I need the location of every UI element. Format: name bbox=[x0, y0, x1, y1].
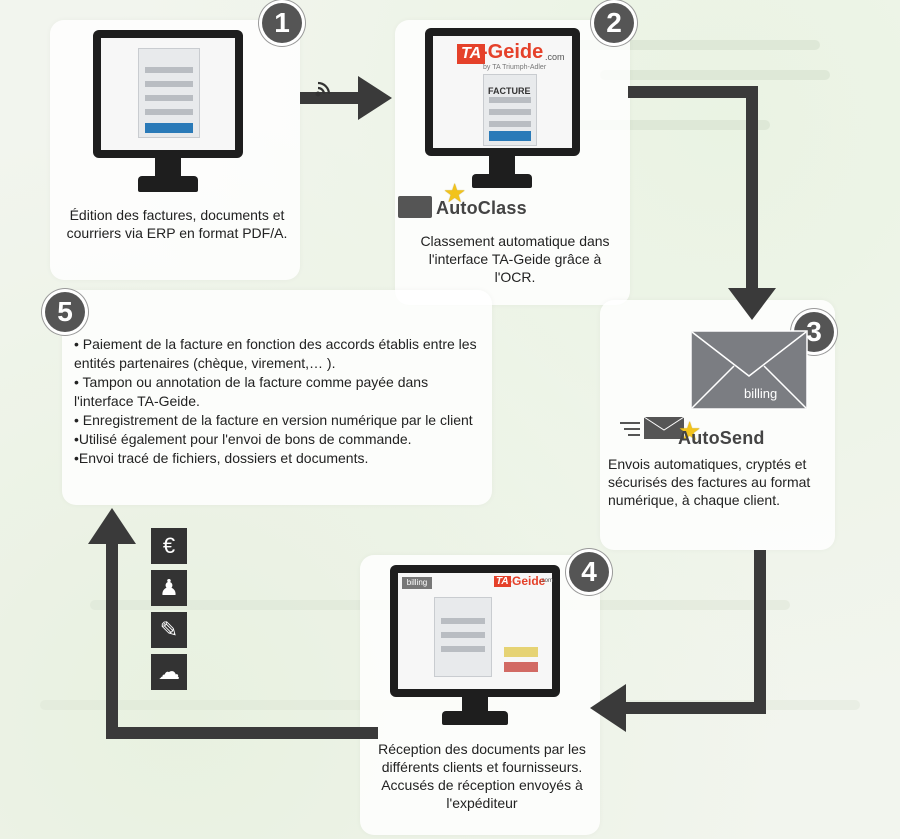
brand-com-small: .com bbox=[540, 578, 554, 584]
signal-icon bbox=[315, 81, 331, 97]
step-5-number: 5 bbox=[45, 292, 85, 332]
envelope-icon bbox=[690, 330, 808, 410]
bg-decoration bbox=[600, 70, 830, 80]
autosend-label: AutoSend bbox=[678, 428, 765, 448]
geide-logo: -Geide bbox=[481, 41, 544, 63]
arrow-3-to-4 bbox=[622, 550, 766, 714]
invoice-document-icon bbox=[483, 74, 537, 146]
step-4-caption: Réception des documents par les différen… bbox=[378, 741, 586, 811]
brand-com: .com bbox=[545, 52, 565, 62]
envelope-billing-label: billing bbox=[744, 386, 778, 401]
step-5-item: •Envoi tracé de fichiers, dossiers et do… bbox=[74, 450, 369, 466]
received-document-icon bbox=[434, 597, 492, 677]
step-1-number: 1 bbox=[262, 3, 302, 43]
annotate-icon: ✎ bbox=[151, 612, 187, 648]
step-4-monitor: billing TA -Geide .com bbox=[390, 565, 560, 735]
stamp-icon: ♟ bbox=[151, 570, 187, 606]
send-envelope-icon bbox=[620, 416, 685, 439]
brand-sub: by TA Triumph-Adler bbox=[483, 64, 547, 71]
step-3-caption: Envois automatiques, cryptés et sécurisé… bbox=[608, 456, 811, 508]
step-5-item: • Tampon ou annotation de la facture com… bbox=[74, 374, 429, 409]
arrow-3-to-4-head bbox=[590, 684, 626, 732]
cloud-download-icon: ☁ bbox=[151, 654, 187, 690]
step-5-list: • Paiement de la facture en fonction des… bbox=[74, 335, 479, 468]
euro-icon: € bbox=[151, 528, 187, 564]
step-2-caption: Classement automatique dans l'interface … bbox=[420, 233, 610, 285]
ta-logo-small: TA bbox=[494, 576, 511, 587]
ta-logo: TA bbox=[457, 44, 486, 64]
yellow-tag bbox=[504, 647, 538, 657]
billing-badge: billing bbox=[402, 577, 432, 589]
invoice-label: FACTURE bbox=[488, 86, 531, 96]
autoclass-label: AutoClass bbox=[436, 198, 527, 218]
bg-decoration bbox=[560, 40, 820, 50]
arrow-4-to-5 bbox=[106, 540, 378, 739]
folder-icon bbox=[398, 196, 432, 218]
red-tag bbox=[504, 662, 538, 672]
arrow-2-to-3-head bbox=[728, 288, 776, 320]
star-icon: ★ bbox=[678, 416, 702, 446]
step-5-item: • Paiement de la facture en fonction des… bbox=[74, 336, 477, 371]
step-1-caption: Édition des factures, documents et courr… bbox=[66, 207, 288, 241]
step-5-card bbox=[62, 290, 492, 505]
step-4-number: 4 bbox=[569, 552, 609, 592]
arrow-4-to-5-head bbox=[88, 508, 136, 544]
arrow-1-to-2-head bbox=[358, 76, 392, 120]
step-1-monitor bbox=[93, 30, 243, 200]
document-icon bbox=[138, 48, 200, 138]
geide-logo-small: -Geide bbox=[508, 574, 546, 588]
step-5-item: •Utilisé également pour l'envoi de bons … bbox=[74, 431, 412, 447]
step-5-item: • Enregistrement de la facture en versio… bbox=[74, 412, 473, 428]
step-2-monitor: TA -Geide .com by TA Triumph-Adler FACTU… bbox=[425, 28, 580, 198]
star-icon: ★ bbox=[443, 178, 467, 208]
arrow-2-to-3 bbox=[628, 86, 758, 292]
step-2-number: 2 bbox=[594, 3, 634, 43]
